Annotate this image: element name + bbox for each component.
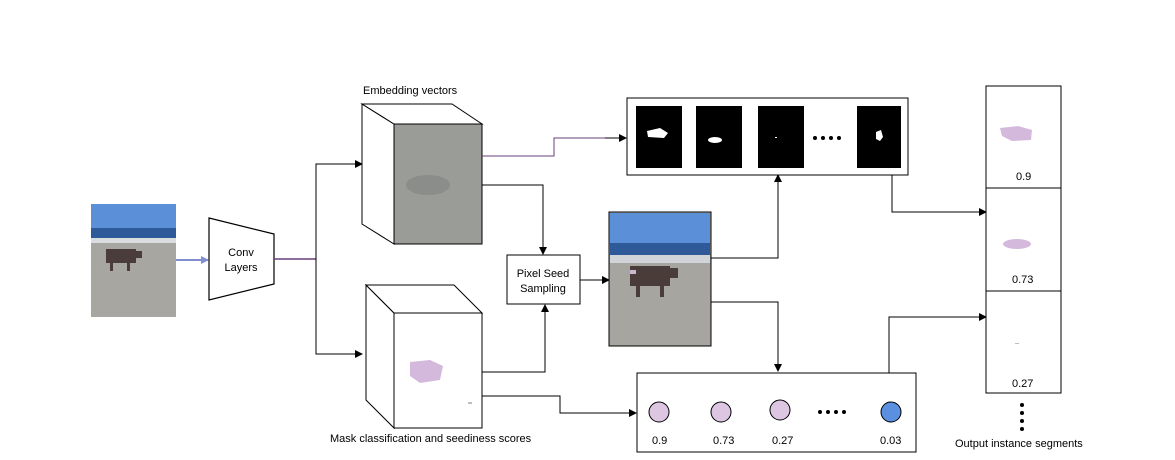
mask-thumb-3	[758, 106, 804, 168]
mask-to-seeds-arrow	[482, 395, 637, 417]
embedding-label: Embedding vectors	[363, 85, 458, 97]
embedding-to-sampler-arrow	[482, 184, 547, 255]
pixel-seed-sampling-box	[506, 254, 581, 305]
output-score-3: 0.27	[1012, 378, 1033, 390]
seeds-to-output-arrow	[888, 313, 987, 373]
output-label: Output instance segments	[955, 438, 1083, 450]
conv-label-line1: Conv	[228, 247, 254, 259]
seed-score-1: 0.9	[652, 435, 667, 447]
ellipsis-icon	[818, 410, 846, 414]
mask-thumb-2	[696, 106, 742, 168]
image-to-seeds-arrow	[711, 301, 782, 372]
sampled-image	[608, 211, 712, 347]
input-image	[91, 204, 176, 317]
conv-layers-block	[208, 217, 275, 301]
mask-scores-label: Mask classification and seediness scores	[330, 433, 532, 445]
seed-score-2: 0.73	[713, 435, 734, 447]
masks-to-output-arrow	[891, 175, 987, 216]
output-panel-3	[985, 290, 1062, 394]
ellipsis-icon	[813, 136, 841, 140]
seed-circle-1	[648, 401, 670, 423]
sampler-label-line1: Pixel Seed	[517, 268, 570, 280]
mask-cube	[364, 283, 484, 430]
sampler-label-line2: Sampling	[520, 283, 566, 295]
conv-label-line2: Layers	[224, 262, 258, 274]
output-score-1: 0.9	[1016, 171, 1031, 183]
output-panel-1	[985, 85, 1062, 189]
mask-thumb-4	[857, 106, 901, 168]
vertical-dots-icon	[1020, 403, 1024, 431]
seed-score-3: 0.27	[772, 435, 793, 447]
output-panel-2	[985, 187, 1062, 292]
output-score-2: 0.73	[1012, 274, 1033, 286]
embedding-cube	[360, 103, 484, 245]
mask-to-sampler-arrow	[482, 304, 549, 373]
to-embedding-arrow	[315, 160, 363, 259]
seed-circle-3	[769, 399, 791, 421]
seed-circle-4	[880, 401, 902, 423]
to-mask-arrow	[315, 259, 363, 358]
embedding-to-masks-line	[482, 137, 626, 157]
image-to-masks-arrow	[711, 174, 782, 259]
seed-circle-2	[710, 401, 732, 423]
mask-thumb-1	[636, 106, 682, 168]
seed-score-4: 0.03	[880, 435, 901, 447]
